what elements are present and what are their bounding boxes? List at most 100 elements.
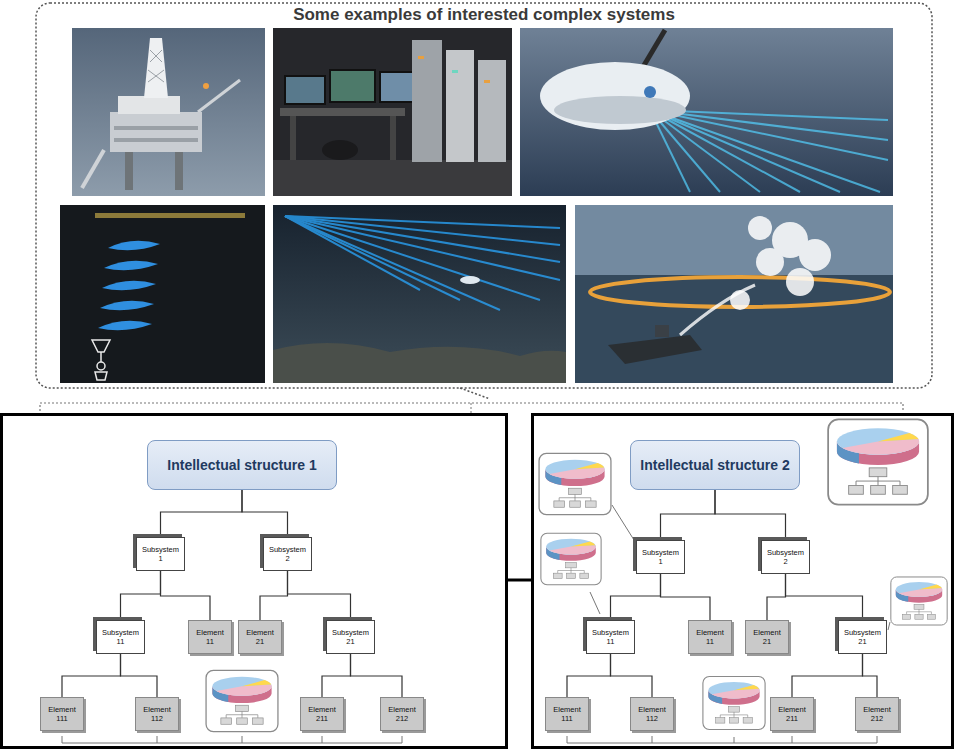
tree-connector (260, 571, 288, 620)
underwater-photo-part-part (100, 352, 102, 362)
spray-vessel-photo-part (575, 205, 893, 275)
underwater-photo-part-part (104, 261, 158, 270)
underwater-photo-part-part (108, 241, 160, 250)
platform-photo-part (114, 138, 198, 142)
control-room-photo-part (280, 108, 405, 116)
node-label: Subsystem 11 (591, 628, 630, 646)
spray-vessel-photo-part (655, 325, 669, 337)
control-room-photo-part (330, 70, 375, 102)
tree-connector (863, 654, 878, 697)
control-room-photo-part (478, 60, 506, 162)
tree-connector (661, 574, 711, 620)
element-box: Element 212 (855, 697, 899, 731)
node-label: Element 11 (693, 628, 727, 646)
element-box: Element 111 (545, 697, 589, 731)
platform-photo-part (125, 148, 133, 190)
spray-vessel-photo-part (680, 285, 755, 335)
platform-photo (72, 28, 265, 196)
element-box: Element 211 (300, 697, 344, 731)
subsystem-box: Subsystem 11 (96, 620, 145, 654)
sonar-beams-photo-part-part (285, 216, 500, 310)
pie-callout (828, 419, 928, 504)
node-label: Element 212 (860, 705, 894, 723)
pie-callout (539, 453, 611, 514)
platform-photo-part (148, 50, 164, 82)
node-label: Subsystem 2 (766, 548, 805, 566)
sonar-vehicle-photo-part-part (650, 110, 800, 192)
sonar-beams-photo-part (273, 343, 566, 383)
panel-tail (460, 388, 490, 399)
underwater-photo-part-part (102, 281, 156, 290)
sonar-vehicle-photo-part (644, 86, 656, 98)
control-room-photo-part (322, 140, 358, 160)
sonar-vehicle-photo-part (540, 62, 690, 130)
tree-connector (62, 654, 121, 697)
subsystem-box: Subsystem 1 (636, 540, 685, 574)
underwater-photo (60, 205, 265, 383)
tree-connector (715, 490, 786, 537)
structure-root-box: Intellectual structure 2 (630, 440, 800, 490)
node-label: Element 212 (385, 705, 419, 723)
pie-callout (206, 670, 278, 731)
tree-connector (161, 490, 243, 534)
spray-vessel-photo-part-part (799, 239, 831, 271)
control-room-photo-part (446, 50, 474, 162)
sonar-vehicle-photo (520, 28, 893, 196)
node-label: Intellectual structure 2 (639, 457, 791, 473)
underwater-photo-part-part (97, 362, 105, 370)
spray-vessel-photo-part-part (756, 248, 784, 276)
sonar-vehicle-photo-part-part (650, 110, 880, 192)
sonar-beams-photo-part (285, 216, 560, 310)
tree-connector (567, 654, 611, 697)
subsystem-box: Subsystem 21 (838, 620, 887, 654)
platform-photo-part (203, 83, 209, 89)
sonar-vehicle-photo-part (520, 28, 893, 196)
spray-vessel-photo-part (575, 275, 893, 383)
underwater-photo-part (60, 205, 265, 383)
spray-vessel-photo-part (608, 335, 702, 364)
node-label: Element 112 (140, 705, 174, 723)
tree-connector (661, 490, 716, 537)
element-box: Element 112 (135, 697, 179, 731)
tree-connector (351, 654, 403, 697)
tree-connector (792, 654, 863, 697)
panel-outline (36, 3, 932, 388)
tree-connector (611, 654, 653, 697)
control-room-photo (273, 28, 512, 196)
platform-photo-part (198, 80, 240, 112)
spray-vessel-photo (575, 205, 893, 383)
underwater-photo-part (95, 213, 245, 218)
control-room-photo-part (412, 40, 442, 162)
node-label: Subsystem 1 (641, 548, 680, 566)
sonar-vehicle-photo-part (554, 96, 686, 124)
sonar-vehicle-photo-part-part (650, 110, 760, 192)
subsystem-box: Subsystem 21 (326, 620, 375, 654)
sonar-beams-photo (273, 205, 566, 383)
bracket-drop (471, 403, 472, 413)
platform-photo-part (114, 126, 198, 130)
leader-line (242, 736, 402, 743)
leader-line (590, 592, 600, 614)
examples-panel (36, 3, 932, 411)
underwater-photo-part (92, 340, 110, 380)
leader-line (62, 736, 242, 743)
node-label: Element 211 (305, 705, 339, 723)
structure-root-box: Intellectual structure 1 (147, 440, 337, 490)
node-label: Element 11 (193, 628, 227, 646)
node-label: Subsystem 1 (141, 545, 180, 563)
platform-photo-part (82, 150, 104, 188)
node-label: Subsystem 11 (101, 628, 140, 646)
sonar-beams-photo-part-part (285, 216, 420, 290)
node-label: Intellectual structure 1 (156, 457, 328, 473)
underwater-photo-part-part (95, 372, 107, 380)
spray-vessel-photo-part-part (786, 268, 814, 296)
spray-vessel-photo-part-part (748, 216, 772, 240)
node-label: Element 112 (635, 705, 669, 723)
underwater-photo-part (98, 241, 160, 330)
element-box: Element 21 (745, 620, 789, 654)
spray-vessel-photo-part (730, 216, 831, 310)
pie-callout (541, 533, 601, 584)
node-label: Element 211 (775, 705, 809, 723)
frame-link (507, 579, 531, 582)
tree-connector (767, 574, 786, 620)
